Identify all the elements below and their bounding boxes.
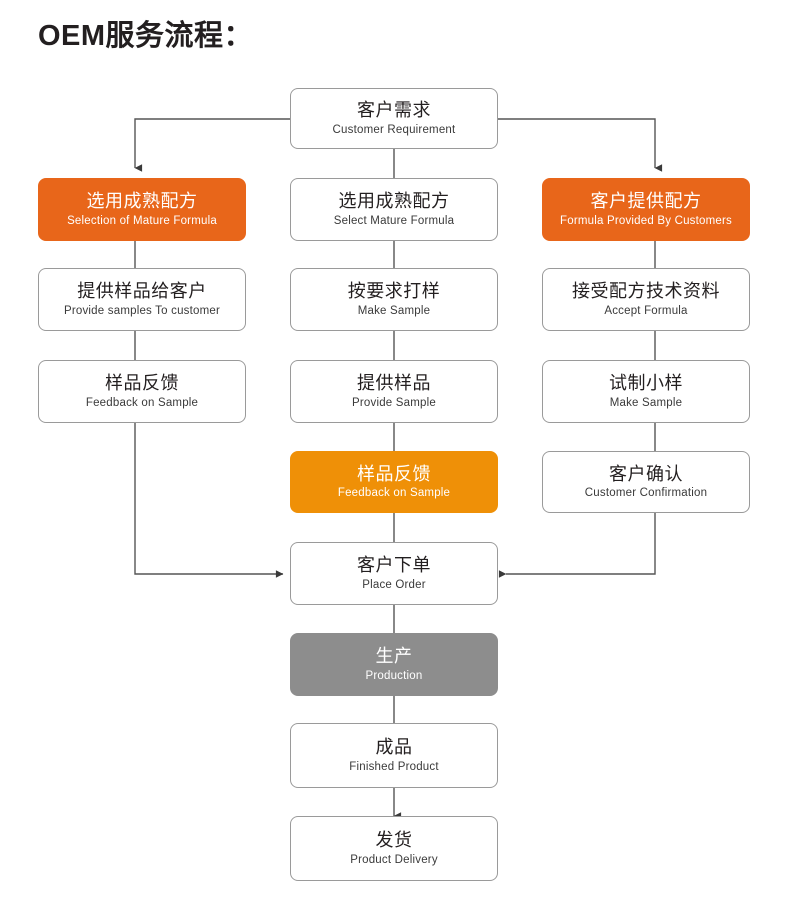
node-selection-of-mature-formula[interactable]: 选用成熟配方 Selection of Mature Formula [38,178,246,241]
node-label-cn: 提供样品 [357,373,431,394]
node-feedback-on-sample-center[interactable]: 样品反馈 Feedback on Sample [290,451,498,513]
node-label-en: Select Mature Formula [333,214,455,227]
page-title: OEM服务流程： [38,20,254,52]
node-label-en: Make Sample [609,396,683,409]
node-label-en: Selection of Mature Formula [67,214,217,227]
node-label-en: Customer Confirmation [584,487,708,500]
node-label-en: Production [365,669,423,682]
node-label-cn: 选用成熟配方 [338,191,450,212]
node-make-sample-center[interactable]: 按要求打样 Make Sample [290,268,498,331]
node-make-sample-right[interactable]: 试制小样 Make Sample [542,360,750,423]
node-label-cn: 样品反馈 [357,463,431,484]
node-finished-product[interactable]: 成品 Finished Product [290,723,498,788]
node-feedback-on-sample-left[interactable]: 样品反馈 Feedback on Sample [38,360,246,423]
node-label-en: Product Delivery [350,853,438,866]
node-label-cn: 成品 [375,737,413,758]
node-customer-confirmation[interactable]: 客户确认 Customer Confirmation [542,451,750,513]
node-label-en: Provide samples To customer [63,304,221,317]
node-label-cn: 样品反馈 [105,373,179,394]
node-label-cn: 发货 [375,830,413,851]
node-label-en: Place Order [362,578,426,591]
node-label-cn: 选用成熟配方 [86,191,198,212]
node-label-en: Feedback on Sample [337,487,451,500]
node-accept-formula[interactable]: 接受配方技术资料 Accept Formula [542,268,750,331]
node-label-en: Provide Sample [352,396,436,409]
node-label-en: Customer Requirement [332,123,456,136]
node-customer-requirement[interactable]: 客户需求 Customer Requirement [290,88,498,149]
node-label-en: Formula Provided By Customers [560,214,732,227]
node-label-en: Make Sample [357,304,431,317]
node-label-cn: 提供样品给客户 [77,281,207,302]
node-label-cn: 客户下单 [357,555,431,576]
node-label-en: Accept Formula [604,304,688,317]
node-label-cn: 生产 [375,646,413,667]
node-label-cn: 客户确认 [609,463,683,484]
node-production[interactable]: 生产 Production [290,633,498,696]
node-place-order[interactable]: 客户下单 Place Order [290,542,498,605]
node-label-cn: 试制小样 [609,373,683,394]
node-label-cn: 客户需求 [357,100,431,121]
node-label-cn: 按要求打样 [347,281,441,302]
node-label-en: Finished Product [349,760,439,773]
node-select-mature-formula[interactable]: 选用成熟配方 Select Mature Formula [290,178,498,241]
node-label-cn: 客户提供配方 [590,191,702,212]
node-formula-provided-by-customers[interactable]: 客户提供配方 Formula Provided By Customers [542,178,750,241]
node-label-cn: 接受配方技术资料 [572,281,720,302]
node-provide-samples-to-customer[interactable]: 提供样品给客户 Provide samples To customer [38,268,246,331]
node-provide-sample[interactable]: 提供样品 Provide Sample [290,360,498,423]
node-label-en: Feedback on Sample [85,396,199,409]
node-product-delivery[interactable]: 发货 Product Delivery [290,816,498,881]
